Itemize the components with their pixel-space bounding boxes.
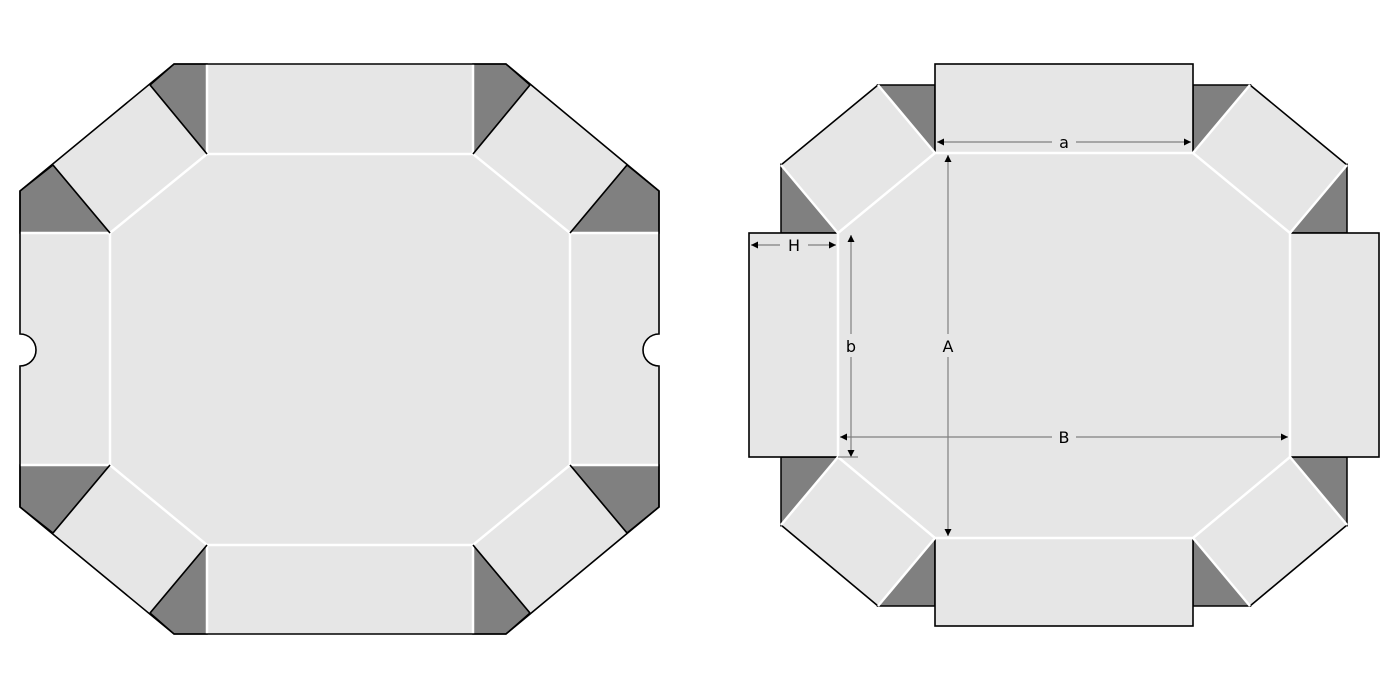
r-side-panel-left	[748, 232, 839, 458]
dim-label-a: a	[1059, 133, 1069, 152]
dim-label-B: B	[1059, 428, 1070, 447]
r-diag-panel-tr	[1193, 85, 1347, 233]
base-right	[781, 85, 1347, 606]
diag-panel-bottom-right	[473, 465, 627, 613]
r-side-panel-top	[934, 63, 1194, 154]
side-panel-top	[207, 64, 473, 154]
r-diag-panel-br	[1193, 457, 1347, 606]
r-diag-panel-tl	[781, 85, 935, 233]
base-octagon	[110, 154, 570, 545]
fold-lines-right	[780, 84, 1348, 607]
panels-left	[20, 64, 659, 634]
r-side-panel-bottom	[934, 537, 1194, 627]
side-panel-bottom	[207, 545, 473, 634]
left-view-flat-blank	[19, 63, 660, 635]
dim-label-A: A	[943, 337, 954, 356]
cut-lines-left	[19, 63, 660, 635]
side-panel-right	[570, 233, 659, 465]
right-view-dimensioned: a A b B H	[748, 63, 1380, 627]
dimension-lines	[751, 138, 1288, 536]
dimension-labels: a A b B H	[788, 133, 1070, 447]
diag-panel-bottom-left	[53, 465, 207, 613]
side-panel-left	[20, 233, 110, 465]
dim-label-b: b	[846, 337, 856, 356]
outer-outline-left	[19, 63, 660, 635]
r-side-panel-right	[1289, 232, 1380, 458]
cut-lines-right	[780, 84, 1348, 607]
dim-label-H: H	[788, 236, 800, 255]
r-diag-panel-bl	[781, 457, 935, 606]
panels-right	[748, 63, 1380, 627]
r-base-octagon	[838, 153, 1290, 538]
diag-panel-top-right	[473, 85, 627, 233]
diag-panel-top-left	[53, 85, 207, 233]
